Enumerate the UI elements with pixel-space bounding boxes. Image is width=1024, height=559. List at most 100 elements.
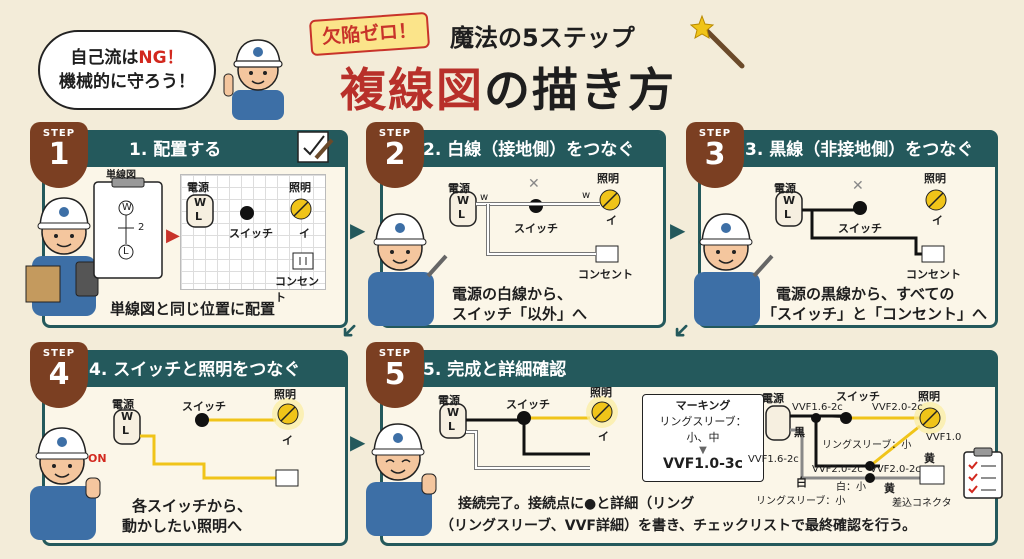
step4-caption-2: 動かしたい照明へ [122,517,243,535]
svg-text:✕: ✕ [528,176,540,192]
s2-wire-w1: w [480,192,489,203]
step5-title: 5. 完成と詳細確認 [383,353,995,387]
bubble-ng: NG！ [138,48,184,68]
single-line-clipboard: 単線図 W 2 L [92,168,164,280]
step1-red-arrow-icon: ▶ [166,225,180,246]
step2-caption-2: スイッチ「以外」へ [452,305,588,323]
step4-worker-illustration [20,420,110,540]
s2-l: L [458,208,466,221]
magic-wand-icon [689,14,750,78]
s5b-power-label: 電源 [762,392,784,405]
marking-size: 小、中 [686,431,720,444]
s5-l: L [448,420,456,433]
svg-text:✕: ✕ [852,178,864,194]
step1-caption: 単線図と同じ位置に配置 [110,300,276,318]
s5-w: W [447,406,460,419]
step1-badge-label: STEP [42,128,76,139]
step4-badge-num: 4 [48,357,70,392]
s4-w: W [121,410,134,423]
s3-power-label: 電源 [774,182,796,195]
s3-light-label: 照明 [924,172,946,185]
vvf16b: VVF1.6-2c [748,454,799,465]
step3-caption-2: 「スイッチ」と「コンセント」へ [762,305,988,323]
s3-w: W [783,194,796,207]
s2-wire-w2: w [582,190,591,201]
s2-switch-label: スイッチ [514,222,558,235]
s2-power-label: 電源 [448,182,470,195]
sleeve-small-2: リングスリーブ：小 [756,496,846,507]
black-label: 黒 [794,426,805,439]
checklist-icon [962,446,1006,504]
s5-switch-label: スイッチ [506,398,550,411]
step3-badge-num: 3 [704,137,726,172]
s5-i: イ [598,430,609,443]
step3-caption-1: 電源の黒線から、すべての [776,285,955,303]
step2-wiring: ✕ [449,176,621,263]
title-red: 複線図 [340,63,484,117]
s4-light-label: 照明 [274,388,296,401]
step5-badge-label: STEP [378,348,412,359]
step4-caption-1: 各スイッチから、 [132,497,253,515]
bubble-text-2: 機械的に守ろう！ [59,72,195,92]
step2-caption-1: 電源の白線から、 [452,285,573,303]
white-small: 白：小 [836,482,866,493]
connector-label: 差込コネクタ [892,498,952,509]
step5-wiring [439,396,618,470]
s1-w: W [194,196,207,209]
s3-l: L [784,208,792,221]
down-arrow-icon: ▼ [699,445,707,456]
vvf20c: VVF2.0-2c [870,464,921,475]
clip-l: L [123,246,129,257]
vvf10: VVF1.0 [926,432,962,443]
step5-badge-num: 5 [384,357,406,392]
header-worker-illustration [222,28,294,120]
s2-outlet-label: コンセント [578,268,633,281]
s1-i: イ [299,227,310,240]
step3-title: 3. 黒線（非接地側）をつなぐ [701,133,995,167]
s3-outlet-label: コンセント [906,268,961,281]
s3-i: イ [932,214,943,227]
on-label: ON [88,452,107,465]
title-line-2: 複線図の描き方 [340,54,676,120]
step3-badge-label: STEP [698,128,732,139]
step5-caption-1: 接続完了。接続点に●と詳細（リング [458,496,695,512]
yellow-label: 黄 [924,452,935,465]
s4-switch-label: スイッチ [182,400,226,413]
s3-switch-label: スイッチ [838,222,882,235]
step5-worker-illustration [356,416,446,536]
step5-caption-2: （リングスリーブ、VVF詳細）を書き、チェックリストで最終確認を行う。 [440,518,917,534]
step3-worker-illustration [684,206,774,326]
s1-light-label: 照明 [289,181,311,194]
vvf16a: VVF1.6-2c [792,402,843,413]
step2-badge-num: 2 [384,137,406,172]
s1-outlet-label: コンセント [275,275,319,304]
vvf20a: VVF2.0-2c [872,402,923,413]
step3-wiring: ✕ [775,178,947,263]
s4-i: イ [282,434,293,447]
bubble-text-1: 自己流は [70,48,139,68]
yellow-label-2: 黄 [884,482,895,495]
pencil-note-icon [296,128,334,168]
s1-switch-label: スイッチ [229,227,273,240]
s5b-light-label: 照明 [918,390,940,403]
step1-grid: 電源 照明 W L スイッチ イ コンセント [180,174,326,304]
step1-badge-num: 1 [48,137,70,172]
step4-badge-label: STEP [42,348,76,359]
title-rest: の描き方 [484,63,676,117]
s1-l: L [195,210,203,223]
speech-bubble: 自己流はNG！ 機械的に守ろう！ [38,30,216,110]
step1-worker-illustration [24,186,104,316]
marking-title: マーキング [675,399,731,412]
s1-power-label: 電源 [187,181,209,194]
s2-w: W [457,194,470,207]
title-line-1: 魔法の5ステップ [450,24,635,52]
s5b-switch-label: スイッチ [836,390,880,403]
marking-vvf: VVF1.0-3c [663,456,743,472]
sleeve-small-1: リングスリーブ：小 [822,440,912,451]
step1-title: 1. 配置する [45,133,345,167]
step4-title: 4. スイッチと照明をつなぐ [45,353,345,387]
clip-two: 2 [138,222,145,233]
